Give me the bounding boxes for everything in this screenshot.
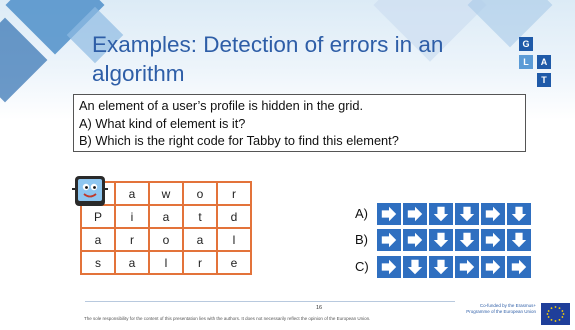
arrow-right-icon: [481, 203, 505, 225]
arrow-right-icon: [377, 229, 401, 251]
grid-cell: i: [114, 204, 150, 229]
footer-divider: [85, 301, 455, 302]
arrow-down-icon: [429, 229, 453, 251]
eu-flag-icon: [541, 303, 570, 325]
logo-letter: T: [537, 73, 551, 87]
option-label: B): [355, 232, 368, 247]
grid-cell: r: [114, 227, 150, 252]
grid-cell: a: [80, 227, 116, 252]
question-line: B) Which is the right code for Tabby to …: [79, 133, 399, 148]
grid-cell: d: [216, 204, 252, 229]
grid-cell: P: [80, 204, 116, 229]
logo-letter: L: [519, 55, 533, 69]
arrow-down-icon: [429, 256, 453, 278]
grid-cell: a: [148, 204, 184, 229]
glat-logo: G L A T: [519, 37, 559, 89]
grid-cell: a: [114, 250, 150, 275]
arrow-sequence: [377, 256, 533, 278]
grid-cell: a: [182, 227, 218, 252]
arrow-down-icon: [429, 203, 453, 225]
logo-letter: A: [537, 55, 551, 69]
footer-disclaimer: The sole responsibility for the content …: [84, 316, 371, 321]
grid-row: P i a t d: [80, 204, 252, 229]
grid-cell: o: [148, 227, 184, 252]
grid-cell: t: [182, 204, 218, 229]
grid-cell: l: [216, 227, 252, 252]
logo-letter: G: [519, 37, 533, 51]
arrow-right-icon: [403, 203, 427, 225]
arrow-right-icon: [377, 256, 401, 278]
slide-title: Examples: Detection of errors in an algo…: [92, 32, 444, 86]
arrow-down-icon: [455, 229, 479, 251]
tabby-tablet-icon: [72, 176, 108, 206]
arrow-right-icon: [455, 256, 479, 278]
question-line: An element of a user’s profile is hidden…: [79, 98, 364, 113]
grid-cell: l: [148, 250, 184, 275]
arrow-sequence: [377, 203, 533, 225]
arrow-right-icon: [403, 229, 427, 251]
grid-cell: r: [182, 250, 218, 275]
arrow-right-icon: [507, 256, 531, 278]
arrow-sequence: [377, 229, 533, 251]
grid-cell: w: [148, 181, 184, 206]
arrow-right-icon: [481, 229, 505, 251]
arrow-down-icon: [403, 256, 427, 278]
arrow-right-icon: [377, 203, 401, 225]
page-number: 16: [316, 305, 323, 311]
grid-row: s a l r e: [80, 250, 252, 275]
question-line: A) What kind of element is it?: [79, 115, 246, 131]
option-label: A): [355, 206, 368, 221]
grid-cell: o: [182, 181, 218, 206]
arrow-down-icon: [507, 203, 531, 225]
cofunded-text: Co-funded by the Erasmus+ Programme of t…: [466, 303, 536, 314]
grid-cell: r: [216, 181, 252, 206]
question-box: An element of a user’s profile is hidden…: [73, 94, 526, 152]
grid-cell: a: [114, 181, 150, 206]
arrow-down-icon: [455, 203, 479, 225]
option-label: C): [355, 259, 369, 274]
grid-cell: s: [80, 250, 116, 275]
grid-cell: e: [216, 250, 252, 275]
arrow-right-icon: [481, 256, 505, 278]
grid-row: a r o a l: [80, 227, 252, 252]
arrow-down-icon: [507, 229, 531, 251]
